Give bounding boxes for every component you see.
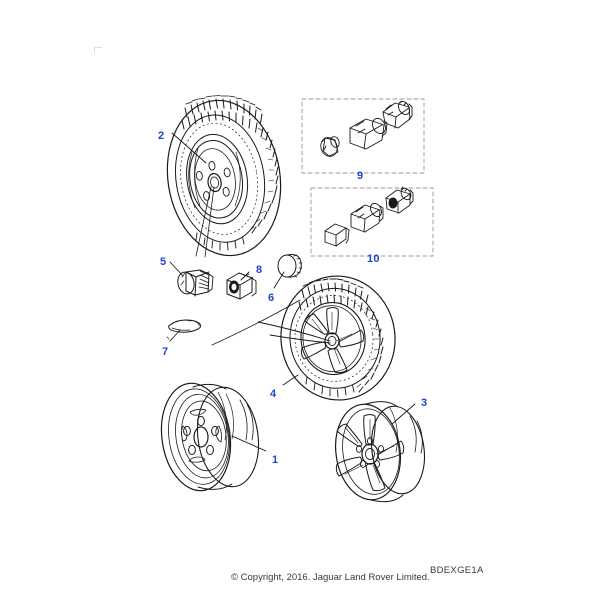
registration-corner-mark [94, 47, 102, 53]
callout-8: 8 [256, 264, 263, 276]
drawing-code: BDEXGE1A [430, 565, 484, 576]
copyright-notice: © Copyright, 2016. Jaguar Land Rover Lim… [231, 572, 430, 583]
callout-10: 10 [367, 253, 380, 265]
callout-5: 5 [160, 256, 167, 268]
leader-line-4-hub [269, 334, 331, 344]
part-balance-weight-clip [168, 319, 202, 333]
callout-1: 1 [272, 454, 279, 466]
callout-6: 6 [268, 292, 275, 304]
callout-9: 9 [357, 170, 364, 182]
leader-line-5 [169, 261, 184, 277]
group-wheel-nut-kit-upper [301, 98, 425, 174]
leader-line-4-hub-b [257, 321, 331, 342]
leader-line-3 [391, 403, 416, 425]
leader-line-5-upper-b [204, 186, 215, 258]
callout-3: 3 [421, 397, 428, 409]
part-locking-wheel-nut [226, 272, 257, 300]
callout-4: 4 [270, 388, 277, 400]
leader-line-5-upper [195, 186, 212, 257]
part-wheel-nut [177, 269, 214, 297]
leader-line-7 [169, 329, 181, 342]
group-wheel-nut-kit-lower [310, 186, 434, 257]
callout-7: 7 [162, 346, 169, 358]
part-alloy-wheel-and-tyre-assembly [280, 275, 396, 401]
leader-line-4 [282, 374, 299, 386]
callout-2: 2 [158, 130, 165, 142]
leader-line-8 [240, 271, 250, 281]
part-steel-wheel-and-tyre-assembly [166, 95, 282, 257]
leader-line-2 [171, 132, 207, 164]
part-steel-road-wheel-rim [160, 382, 260, 492]
construction-line-lower [211, 299, 301, 346]
part-alloy-road-wheel-rim [335, 401, 426, 503]
leader-line-6 [273, 271, 285, 289]
leader-line-1 [231, 435, 267, 452]
part-hub-cap-cover [277, 254, 303, 278]
